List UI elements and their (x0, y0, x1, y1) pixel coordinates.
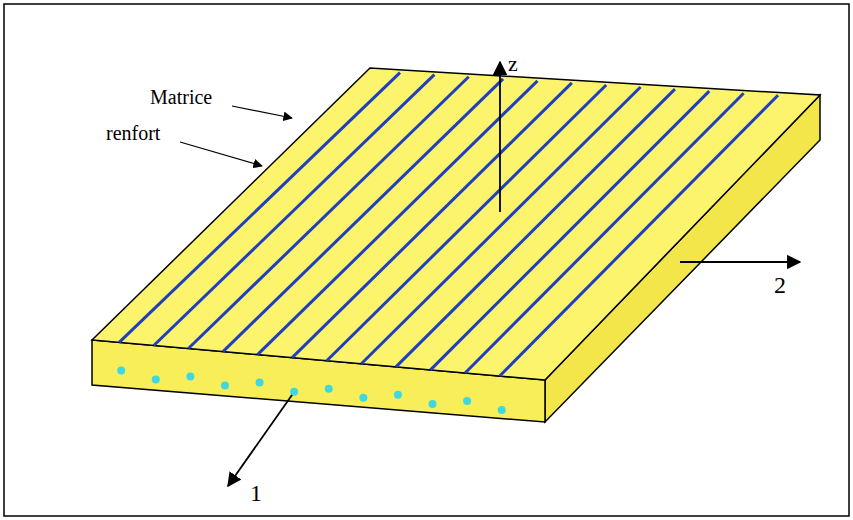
frame (4, 4, 849, 516)
part-label: renfort (106, 122, 160, 144)
axis-label: 1 (250, 480, 262, 506)
leader-line (180, 142, 262, 166)
fiber (188, 77, 468, 349)
fibers (117, 73, 778, 414)
fiber-section (290, 388, 298, 396)
z-axis (499, 62, 501, 212)
fiber-section (117, 366, 125, 374)
fiber-section (325, 385, 333, 393)
fiber-section (498, 406, 506, 414)
fiber (361, 87, 640, 364)
top-face (92, 68, 820, 380)
fiber (258, 81, 538, 355)
fiber (465, 93, 744, 373)
fiber-section (221, 382, 229, 390)
fiber (292, 83, 572, 358)
axis-1 (228, 395, 292, 486)
axis-label: z (508, 52, 518, 76)
fiber (500, 95, 778, 376)
fiber (119, 73, 400, 343)
fiber (154, 75, 435, 346)
fiber (327, 85, 606, 361)
fiber-section (463, 397, 471, 405)
fiber (431, 91, 710, 370)
fiber (396, 89, 675, 367)
axis-2 (680, 261, 800, 263)
fiber-section (152, 375, 160, 383)
axis-label: 2 (774, 272, 786, 298)
leader-line (232, 106, 292, 118)
fiber-section (256, 379, 264, 387)
fiber (223, 79, 503, 352)
fiber-section (394, 391, 402, 399)
fiber-section (429, 400, 437, 408)
fiber-section (186, 373, 194, 381)
part-label: Matrice (150, 86, 212, 108)
fiber-section (359, 394, 367, 402)
